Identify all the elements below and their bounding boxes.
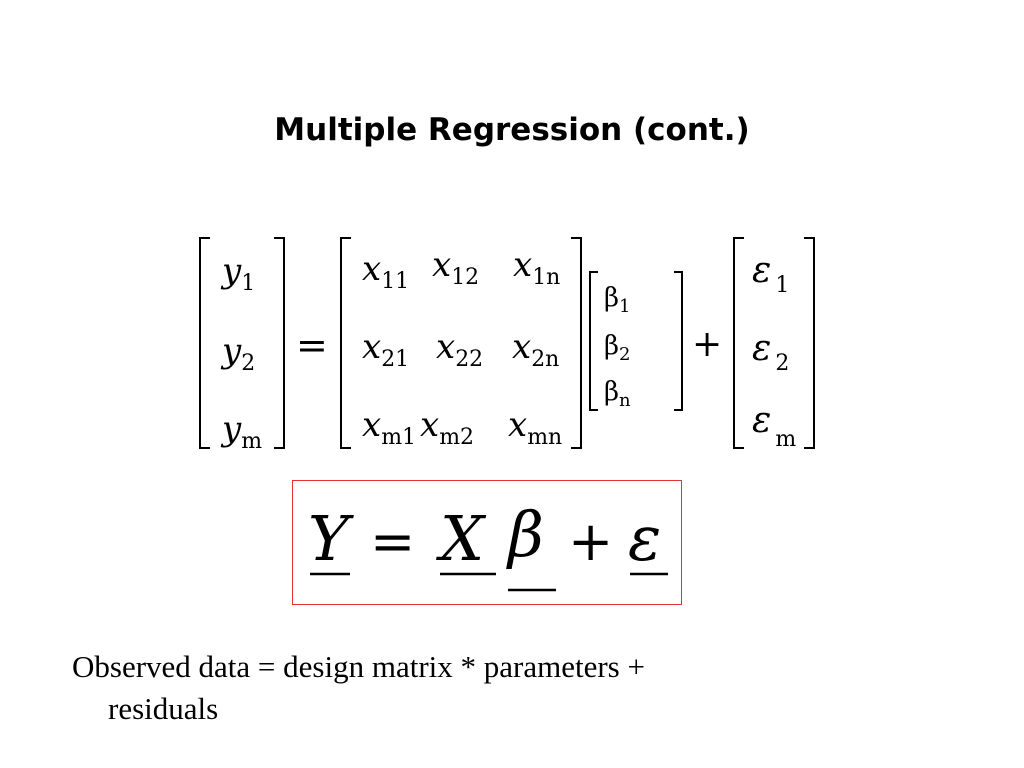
y-vector: y1 y2 ym <box>220 251 262 454</box>
plus-sign: + <box>692 324 722 365</box>
x-m1: xm1 <box>362 405 416 450</box>
x-mn: xmn <box>508 405 562 450</box>
eps-vector-brackets <box>733 237 815 449</box>
compact-equation-box <box>292 480 682 605</box>
compact-equation: Y = X β + ε <box>308 498 668 592</box>
y-2: y2 <box>220 331 255 376</box>
beta-1: β1 <box>604 283 630 317</box>
caption: Observed data = design matrix * paramete… <box>72 646 872 730</box>
x-1n: x1n <box>513 245 560 290</box>
x-matrix-brackets <box>340 237 582 449</box>
x-11: x11 <box>362 249 409 294</box>
slide-title: Multiple Regression (cont.) <box>274 112 750 148</box>
compact-Y: Y <box>308 502 354 575</box>
beta-2: β2 <box>604 331 630 365</box>
caption-line-2: residuals <box>108 691 219 726</box>
y-m: ym <box>220 409 262 454</box>
compact-beta: β <box>506 498 544 571</box>
compact-eps: ε <box>628 502 661 575</box>
compact-X: X <box>436 502 487 575</box>
x-2n: x2n <box>512 327 559 372</box>
x-22: x22 <box>436 327 483 372</box>
x-m2: xm2 <box>420 405 474 450</box>
equals-sign: = <box>296 323 328 367</box>
x-21: x21 <box>362 327 409 372</box>
x-12: x12 <box>432 245 479 290</box>
beta-vector: β1 β2 βn <box>604 283 631 411</box>
beta-vector-brackets <box>589 271 683 411</box>
compact-equals: = <box>370 510 415 573</box>
y-vector-brackets <box>199 237 285 449</box>
compact-plus: + <box>568 510 613 573</box>
caption-line-1: Observed data = design matrix * paramete… <box>72 649 645 684</box>
beta-n: βn <box>604 377 631 411</box>
x-matrix: x11 x12 x1n x21 x22 x2n xm1 xm2 xmn <box>362 245 562 450</box>
y-1: y1 <box>220 251 255 296</box>
